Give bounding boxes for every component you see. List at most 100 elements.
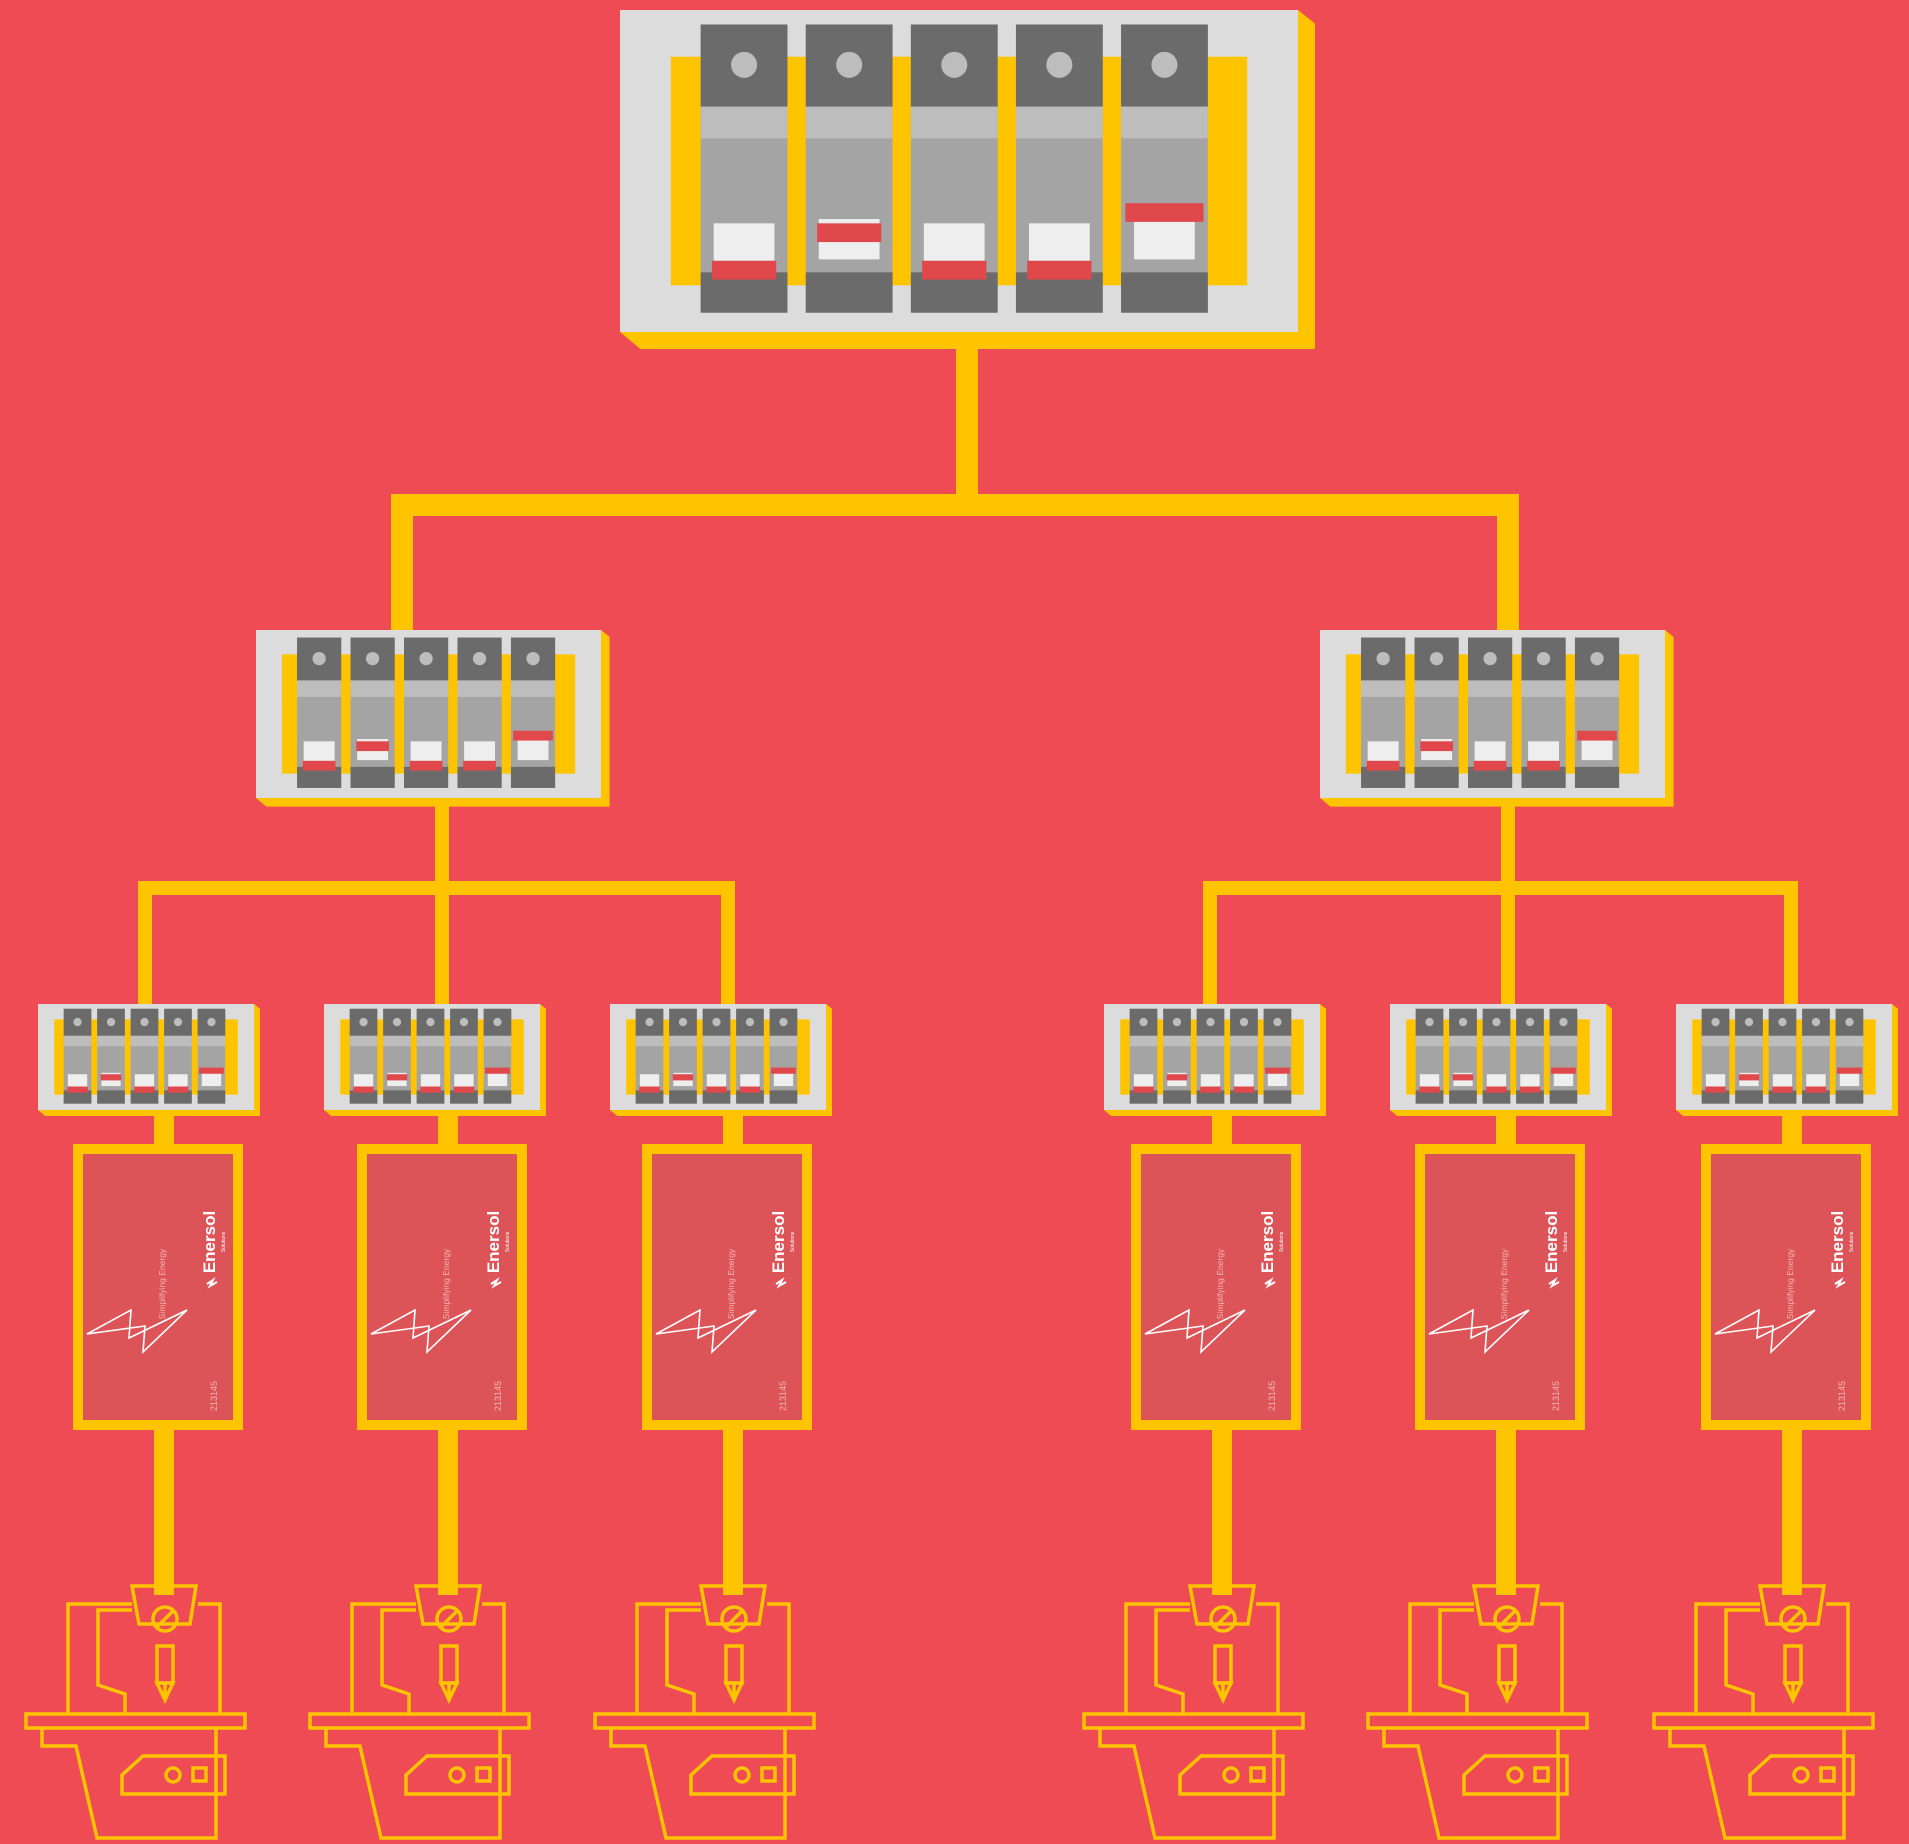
circuit-breaker[interactable] <box>97 1009 125 1104</box>
breaker-toggle[interactable] <box>1419 1074 1439 1092</box>
breaker-toggle[interactable] <box>101 1073 121 1086</box>
circuit-breaker[interactable] <box>701 24 788 312</box>
breaker-toggle[interactable] <box>1234 1074 1254 1092</box>
breaker-toggle[interactable] <box>639 1074 659 1092</box>
circuit-breaker[interactable] <box>736 1009 764 1104</box>
circuit-breaker[interactable] <box>1516 1009 1544 1104</box>
breaker-toggle[interactable] <box>817 219 881 259</box>
breaker-toggle[interactable] <box>1837 1068 1862 1086</box>
breaker-toggle[interactable] <box>1577 731 1617 760</box>
breaker-toggle[interactable] <box>303 741 336 770</box>
breaker-toggle[interactable] <box>1527 741 1560 770</box>
breaker-toggle[interactable] <box>1474 741 1507 770</box>
breaker-toggle[interactable] <box>712 223 776 279</box>
circuit-breaker[interactable] <box>1575 638 1619 788</box>
circuit-breaker[interactable] <box>911 24 998 312</box>
circuit-breaker[interactable] <box>1550 1009 1578 1104</box>
circuit-breaker[interactable] <box>1702 1009 1730 1104</box>
toggle-indicator <box>1265 1068 1290 1074</box>
breaker-toggle[interactable] <box>673 1073 693 1086</box>
circuit-breaker[interactable] <box>457 638 501 788</box>
breaker-toggle[interactable] <box>1486 1074 1506 1092</box>
circuit-breaker[interactable] <box>703 1009 731 1104</box>
toggle-indicator <box>463 761 496 771</box>
breaker-toggle[interactable] <box>1367 741 1400 770</box>
circuit-breaker[interactable] <box>1197 1009 1225 1104</box>
breaker-toggle[interactable] <box>353 1074 373 1092</box>
breaker-toggle[interactable] <box>740 1074 760 1092</box>
circuit-breaker[interactable] <box>131 1009 159 1104</box>
toggle-indicator <box>1234 1087 1254 1093</box>
circuit-breaker[interactable] <box>1416 1009 1444 1104</box>
circuit-breaker[interactable] <box>64 1009 92 1104</box>
circuit-breaker[interactable] <box>350 1009 378 1104</box>
circuit-breaker[interactable] <box>417 1009 445 1104</box>
circuit-breaker[interactable] <box>1468 638 1512 788</box>
breaker-toggle[interactable] <box>1772 1074 1792 1092</box>
circuit-breaker[interactable] <box>1230 1009 1258 1104</box>
breaker-toggle[interactable] <box>410 741 443 770</box>
circuit-breaker[interactable] <box>351 638 395 788</box>
breaker-toggle[interactable] <box>387 1073 407 1086</box>
circuit-breaker[interactable] <box>1264 1009 1292 1104</box>
breaker-toggle[interactable] <box>922 223 986 279</box>
circuit-breaker[interactable] <box>1735 1009 1763 1104</box>
breaker-toggle[interactable] <box>1265 1068 1290 1086</box>
breaker-bottom-cap <box>1449 1090 1477 1103</box>
circuit-breaker[interactable] <box>404 638 448 788</box>
circuit-breaker[interactable] <box>1802 1009 1830 1104</box>
breaker-toggle[interactable] <box>199 1068 224 1086</box>
breaker-toggle[interactable] <box>1806 1074 1826 1092</box>
breaker-toggle[interactable] <box>1453 1073 1473 1086</box>
breaker-toggle[interactable] <box>513 731 553 760</box>
circuit-breaker[interactable] <box>1483 1009 1511 1104</box>
breaker-toggle[interactable] <box>134 1074 154 1092</box>
circuit-breaker[interactable] <box>1449 1009 1477 1104</box>
breaker-toggle[interactable] <box>463 741 496 770</box>
circuit-breaker[interactable] <box>1016 24 1103 312</box>
circuit-breaker[interactable] <box>164 1009 192 1104</box>
circuit-breaker[interactable] <box>806 24 893 312</box>
circuit-breaker[interactable] <box>669 1009 697 1104</box>
circuit-breaker[interactable] <box>1121 24 1208 312</box>
breaker-toggle[interactable] <box>1705 1074 1725 1092</box>
circuit-breaker[interactable] <box>198 1009 226 1104</box>
breaker-toggle[interactable] <box>1125 203 1203 259</box>
breaker-toggle[interactable] <box>454 1074 474 1092</box>
circuit-breaker[interactable] <box>450 1009 478 1104</box>
breaker-toggle[interactable] <box>1551 1068 1576 1086</box>
breaker-band <box>1516 1036 1544 1046</box>
circuit-breaker[interactable] <box>1361 638 1405 788</box>
circuit-breaker[interactable] <box>511 638 555 788</box>
toggle-lever <box>640 1074 659 1086</box>
breaker-toggle[interactable] <box>1739 1073 1759 1086</box>
breaker-toggle[interactable] <box>356 739 389 760</box>
breaker-toggle[interactable] <box>420 1074 440 1092</box>
breaker-toggle[interactable] <box>168 1074 188 1092</box>
circuit-breaker[interactable] <box>1415 638 1459 788</box>
circuit-breaker[interactable] <box>383 1009 411 1104</box>
breaker-toggle[interactable] <box>67 1074 87 1092</box>
breaker-toggle[interactable] <box>1520 1074 1540 1092</box>
breaker-toggle[interactable] <box>1420 739 1453 760</box>
breaker-toggle[interactable] <box>1027 223 1091 279</box>
breaker-toggle[interactable] <box>1200 1074 1220 1092</box>
circuit-breaker[interactable] <box>1769 1009 1797 1104</box>
toggle-lever <box>68 1074 87 1086</box>
breaker-toggle[interactable] <box>706 1074 726 1092</box>
toggle-indicator <box>410 761 443 771</box>
breaker-toggle[interactable] <box>485 1068 510 1086</box>
breaker-toggle[interactable] <box>1167 1073 1187 1086</box>
breaker-toggle[interactable] <box>1133 1074 1153 1092</box>
circuit-breaker[interactable] <box>1521 638 1565 788</box>
circuit-breaker[interactable] <box>1163 1009 1191 1104</box>
breaker-toggle[interactable] <box>771 1068 796 1086</box>
circuit-breaker[interactable] <box>770 1009 798 1104</box>
circuit-breaker[interactable] <box>1130 1009 1158 1104</box>
circuit-breaker[interactable] <box>636 1009 664 1104</box>
circuit-breaker[interactable] <box>484 1009 512 1104</box>
toggle-indicator <box>1200 1087 1220 1093</box>
circuit-breaker[interactable] <box>297 638 341 788</box>
breaker-bottom-cap <box>1735 1090 1763 1103</box>
circuit-breaker[interactable] <box>1836 1009 1864 1104</box>
